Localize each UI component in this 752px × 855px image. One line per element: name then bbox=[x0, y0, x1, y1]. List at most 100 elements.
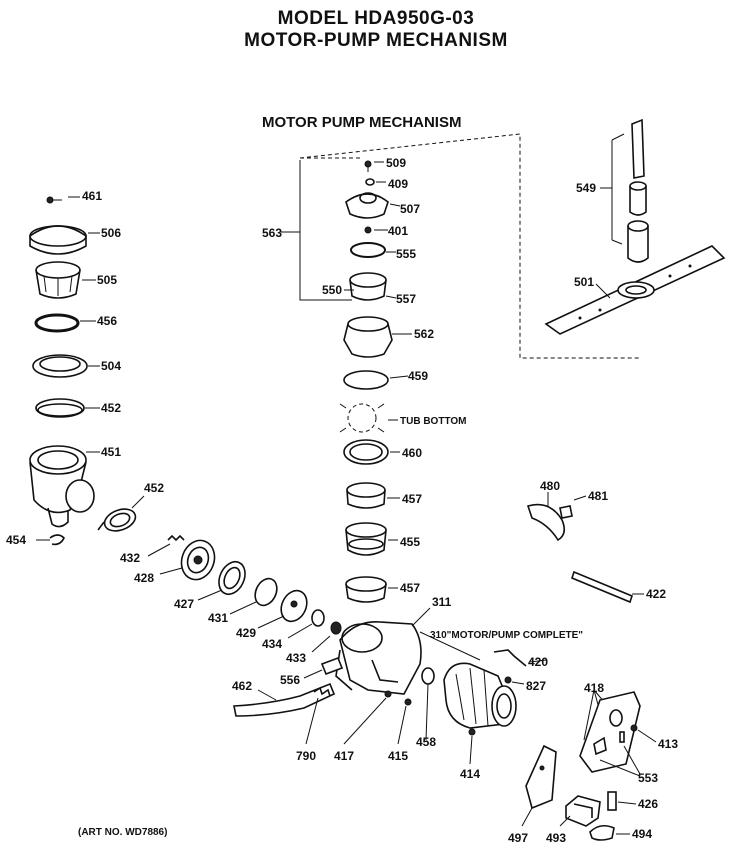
part-451-housing bbox=[29, 445, 100, 528]
label-549: 549 bbox=[576, 181, 596, 195]
part-460-ring bbox=[343, 439, 400, 465]
label-555: 555 bbox=[396, 247, 416, 261]
label-497: 497 bbox=[508, 831, 528, 845]
assembly-outline bbox=[299, 133, 640, 359]
label-506: 506 bbox=[101, 226, 121, 240]
part-497-bracket bbox=[521, 744, 557, 827]
label-413: 413 bbox=[658, 737, 678, 751]
part-420-wire bbox=[493, 649, 547, 667]
part-452-clamp-lower bbox=[97, 495, 145, 532]
label-433: 433 bbox=[286, 651, 306, 665]
label-494: 494 bbox=[632, 827, 652, 841]
part-493-holder bbox=[559, 795, 601, 827]
part-457-seal-bottom bbox=[345, 576, 398, 603]
part-455-seal bbox=[345, 522, 398, 556]
label-427: 427 bbox=[174, 597, 194, 611]
part-459-gasket bbox=[343, 370, 409, 390]
label-480: 480 bbox=[540, 479, 560, 493]
label-434: 434 bbox=[262, 637, 282, 651]
section-title: MOTOR PUMP MECHANISM bbox=[262, 114, 462, 131]
label-455: 455 bbox=[400, 535, 420, 549]
label-501: 501 bbox=[574, 275, 594, 289]
part-556-fitting bbox=[303, 656, 344, 679]
label-562: 562 bbox=[414, 327, 434, 341]
label-431: 431 bbox=[208, 611, 228, 625]
part-461-screw bbox=[46, 196, 80, 204]
label-557: 557 bbox=[396, 292, 416, 306]
label-311: 311 bbox=[432, 595, 452, 609]
label-426: 426 bbox=[638, 797, 658, 811]
part-555-ring bbox=[350, 242, 396, 258]
diagram-subtitle: MOTOR-PUMP MECHANISM bbox=[244, 30, 508, 51]
label-428: 428 bbox=[134, 571, 154, 585]
part-494-clip bbox=[589, 824, 630, 841]
part-790-spring bbox=[305, 686, 331, 745]
tub-bottom-marker bbox=[339, 403, 398, 433]
part-427-seal bbox=[197, 560, 246, 601]
label-451: 451 bbox=[101, 445, 121, 459]
part-429-cover bbox=[257, 589, 308, 629]
part-428-impeller bbox=[159, 539, 216, 581]
label-417: 417 bbox=[334, 749, 354, 763]
label-556: 556 bbox=[280, 673, 300, 687]
label-827: 827 bbox=[526, 679, 546, 693]
label-550: 550 bbox=[322, 283, 342, 297]
part-413-screw bbox=[630, 724, 657, 743]
assembly-leader-310 bbox=[419, 631, 481, 661]
part-456-ring bbox=[34, 313, 96, 333]
part-480-blade bbox=[526, 492, 566, 542]
part-506-cap bbox=[29, 225, 100, 255]
label-457-bottom: 457 bbox=[400, 581, 420, 595]
part-457-seal-top bbox=[346, 482, 400, 509]
part-458-gasket bbox=[421, 667, 435, 741]
label-432: 432 bbox=[120, 551, 140, 565]
art-number: (ART NO. WD7886) bbox=[78, 827, 168, 838]
label-452-lower: 452 bbox=[144, 481, 164, 495]
part-452-clamp-top bbox=[35, 398, 100, 418]
bracket-563 bbox=[299, 160, 352, 301]
label-459: 459 bbox=[408, 369, 428, 383]
label-429: 429 bbox=[236, 626, 256, 640]
part-422-bar bbox=[571, 570, 644, 604]
part-454-clip bbox=[36, 534, 65, 546]
part-415-screw bbox=[397, 698, 412, 745]
label-401: 401 bbox=[388, 224, 408, 238]
label-422: 422 bbox=[646, 587, 666, 601]
part-827-screw bbox=[504, 676, 525, 685]
label-460: 460 bbox=[402, 446, 422, 460]
part-462-hose bbox=[233, 682, 336, 717]
part-431-ring bbox=[229, 577, 278, 615]
label-509: 509 bbox=[386, 156, 406, 170]
label-454: 454 bbox=[6, 533, 26, 547]
part-433-nut bbox=[311, 621, 342, 653]
label-409: 409 bbox=[388, 177, 408, 191]
part-505-strainer bbox=[35, 261, 96, 299]
part-553-switch-plate bbox=[579, 691, 641, 777]
part-motor bbox=[443, 662, 517, 765]
label-553: 553 bbox=[638, 771, 658, 785]
label-418: 418 bbox=[584, 681, 604, 695]
label-457-top: 457 bbox=[402, 492, 422, 506]
diagram-title: MODEL HDA950G-03 bbox=[277, 8, 475, 29]
label-462: 462 bbox=[232, 679, 252, 693]
label-458: 458 bbox=[416, 735, 436, 749]
part-557-bearing bbox=[344, 272, 397, 301]
label-tub-bottom: TUB BOTTOM bbox=[400, 416, 466, 427]
part-549-tube bbox=[600, 118, 649, 263]
label-504: 504 bbox=[101, 359, 121, 373]
label-456: 456 bbox=[97, 314, 117, 328]
part-504-nut bbox=[32, 354, 100, 378]
part-311-pump-housing bbox=[335, 607, 431, 695]
part-434-bushing bbox=[287, 609, 325, 639]
part-426-pin bbox=[607, 791, 637, 811]
part-509-screw bbox=[364, 160, 384, 172]
label-415: 415 bbox=[388, 749, 408, 763]
label-505: 505 bbox=[97, 273, 117, 287]
label-790: 790 bbox=[296, 749, 316, 763]
label-563: 563 bbox=[262, 226, 282, 240]
part-401-washer bbox=[364, 226, 388, 234]
part-562-housing bbox=[343, 316, 412, 358]
part-432-spring bbox=[147, 534, 185, 557]
label-414: 414 bbox=[460, 767, 480, 781]
